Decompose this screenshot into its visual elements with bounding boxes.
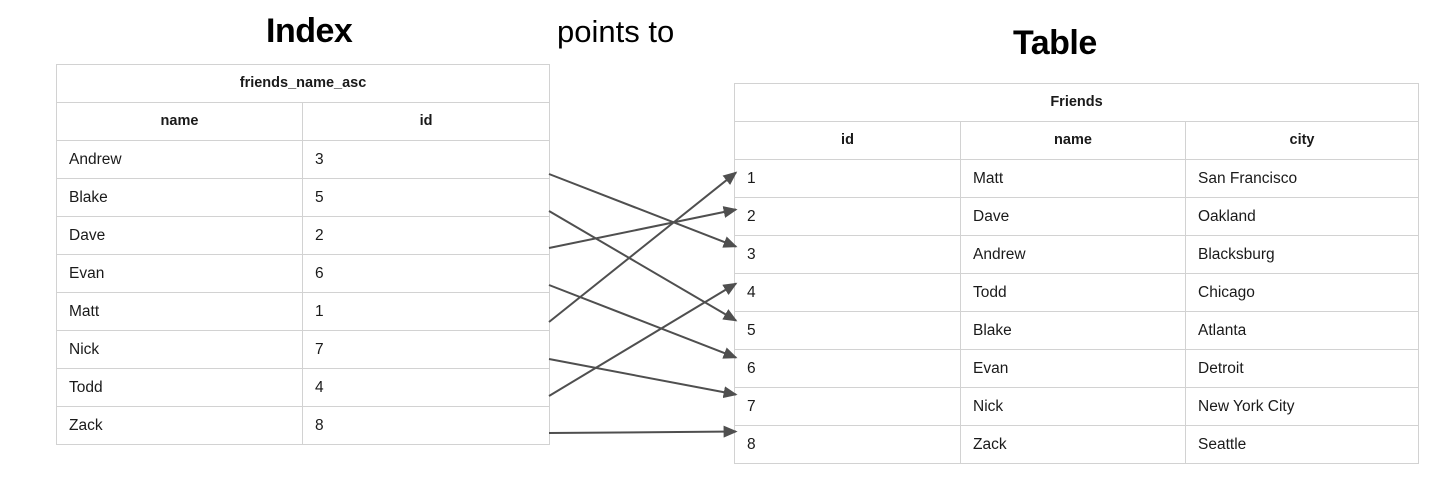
friends-column-header-city: city: [1184, 121, 1420, 160]
index-cell-name: Nick: [56, 330, 303, 369]
index-cell-id: 7: [301, 330, 551, 369]
index-cell-id: 1: [301, 292, 551, 331]
friends-cell-name: Blake: [960, 311, 1186, 350]
friends-cell-id: 4: [734, 273, 961, 312]
friends-row: 5 Blake Atlanta: [734, 311, 1420, 350]
friends-cell-city: Detroit: [1184, 349, 1420, 388]
pointer-arrow: [548, 358, 738, 399]
index-row: Andrew 3: [56, 140, 551, 179]
table-panel-title: Table: [1013, 24, 1097, 62]
friends-cell-city: Oakland: [1184, 197, 1420, 236]
friends-cell-name: Todd: [960, 273, 1186, 312]
index-cell-name: Matt: [56, 292, 303, 331]
index-table-name-row: friends_name_asc: [55, 64, 551, 103]
index-row: Dave 2: [56, 216, 551, 255]
friends-cell-name: Andrew: [960, 235, 1186, 274]
friends-row: 3 Andrew Blacksburg: [734, 235, 1420, 274]
friends-cell-name: Nick: [960, 387, 1186, 426]
index-row: Matt 1: [56, 292, 551, 331]
index-cell-id: 5: [301, 178, 551, 217]
friends-cell-id: 8: [734, 425, 961, 464]
friends-cell-city: San Francisco: [1184, 159, 1420, 198]
index-panel-title: Index: [266, 12, 353, 50]
pointer-arrow: [548, 171, 738, 323]
friends-cell-city: Blacksburg: [1184, 235, 1420, 274]
index-column-header-name: name: [56, 102, 303, 141]
friends-row: 7 Nick New York City: [734, 387, 1420, 426]
pointer-arrow: [548, 282, 738, 397]
index-cell-name: Todd: [56, 368, 303, 407]
friends-row: 6 Evan Detroit: [734, 349, 1420, 388]
index-to-table-arrows: [548, 171, 738, 438]
index-row: Todd 4: [56, 368, 551, 407]
friends-header-row: id name city: [734, 121, 1420, 160]
index-cell-id: 4: [301, 368, 551, 407]
friends-cell-id: 2: [734, 197, 961, 236]
index-cell-id: 8: [301, 406, 551, 445]
pointer-arrow: [548, 173, 738, 248]
friends-column-header-id: id: [734, 121, 961, 160]
index-cell-name: Evan: [56, 254, 303, 293]
friends-cell-name: Matt: [960, 159, 1186, 198]
friends-cell-city: New York City: [1184, 387, 1420, 426]
index-cell-id: 2: [301, 216, 551, 255]
index-row: Zack 8: [56, 406, 551, 445]
friends-cell-city: Atlanta: [1184, 311, 1420, 350]
index-table: friends_name_asc name id Andrew 3 Blake …: [55, 64, 551, 445]
friends-cell-city: Seattle: [1184, 425, 1420, 464]
index-cell-id: 6: [301, 254, 551, 293]
friends-cell-id: 7: [734, 387, 961, 426]
friends-cell-city: Chicago: [1184, 273, 1420, 312]
index-row: Nick 7: [56, 330, 551, 369]
index-cell-name: Andrew: [56, 140, 303, 179]
friends-cell-id: 3: [734, 235, 961, 274]
friends-table-name: Friends: [733, 83, 1420, 122]
pointer-arrow: [548, 425, 738, 438]
pointer-arrow: [548, 210, 738, 322]
friends-column-header-name: name: [960, 121, 1186, 160]
index-row: Evan 6: [56, 254, 551, 293]
friends-row: 8 Zack Seattle: [734, 425, 1420, 464]
pointer-arrow: [548, 206, 738, 249]
friends-row: 1 Matt San Francisco: [734, 159, 1420, 198]
index-cell-name: Dave: [56, 216, 303, 255]
friends-cell-id: 5: [734, 311, 961, 350]
friends-cell-name: Evan: [960, 349, 1186, 388]
friends-table: Friends id name city 1 Matt San Francisc…: [733, 83, 1420, 464]
index-cell-name: Zack: [56, 406, 303, 445]
points-to-caption: points to: [557, 14, 675, 49]
index-column-header-id: id: [301, 102, 551, 141]
index-cell-id: 3: [301, 140, 551, 179]
friends-cell-id: 6: [734, 349, 961, 388]
friends-cell-id: 1: [734, 159, 961, 198]
pointer-arrow: [548, 284, 738, 359]
friends-table-name-row: Friends: [733, 83, 1420, 122]
friends-cell-name: Zack: [960, 425, 1186, 464]
friends-row: 2 Dave Oakland: [734, 197, 1420, 236]
index-row: Blake 5: [56, 178, 551, 217]
index-cell-name: Blake: [56, 178, 303, 217]
friends-row: 4 Todd Chicago: [734, 273, 1420, 312]
index-header-row: name id: [56, 102, 551, 141]
friends-cell-name: Dave: [960, 197, 1186, 236]
index-table-name: friends_name_asc: [55, 64, 551, 103]
